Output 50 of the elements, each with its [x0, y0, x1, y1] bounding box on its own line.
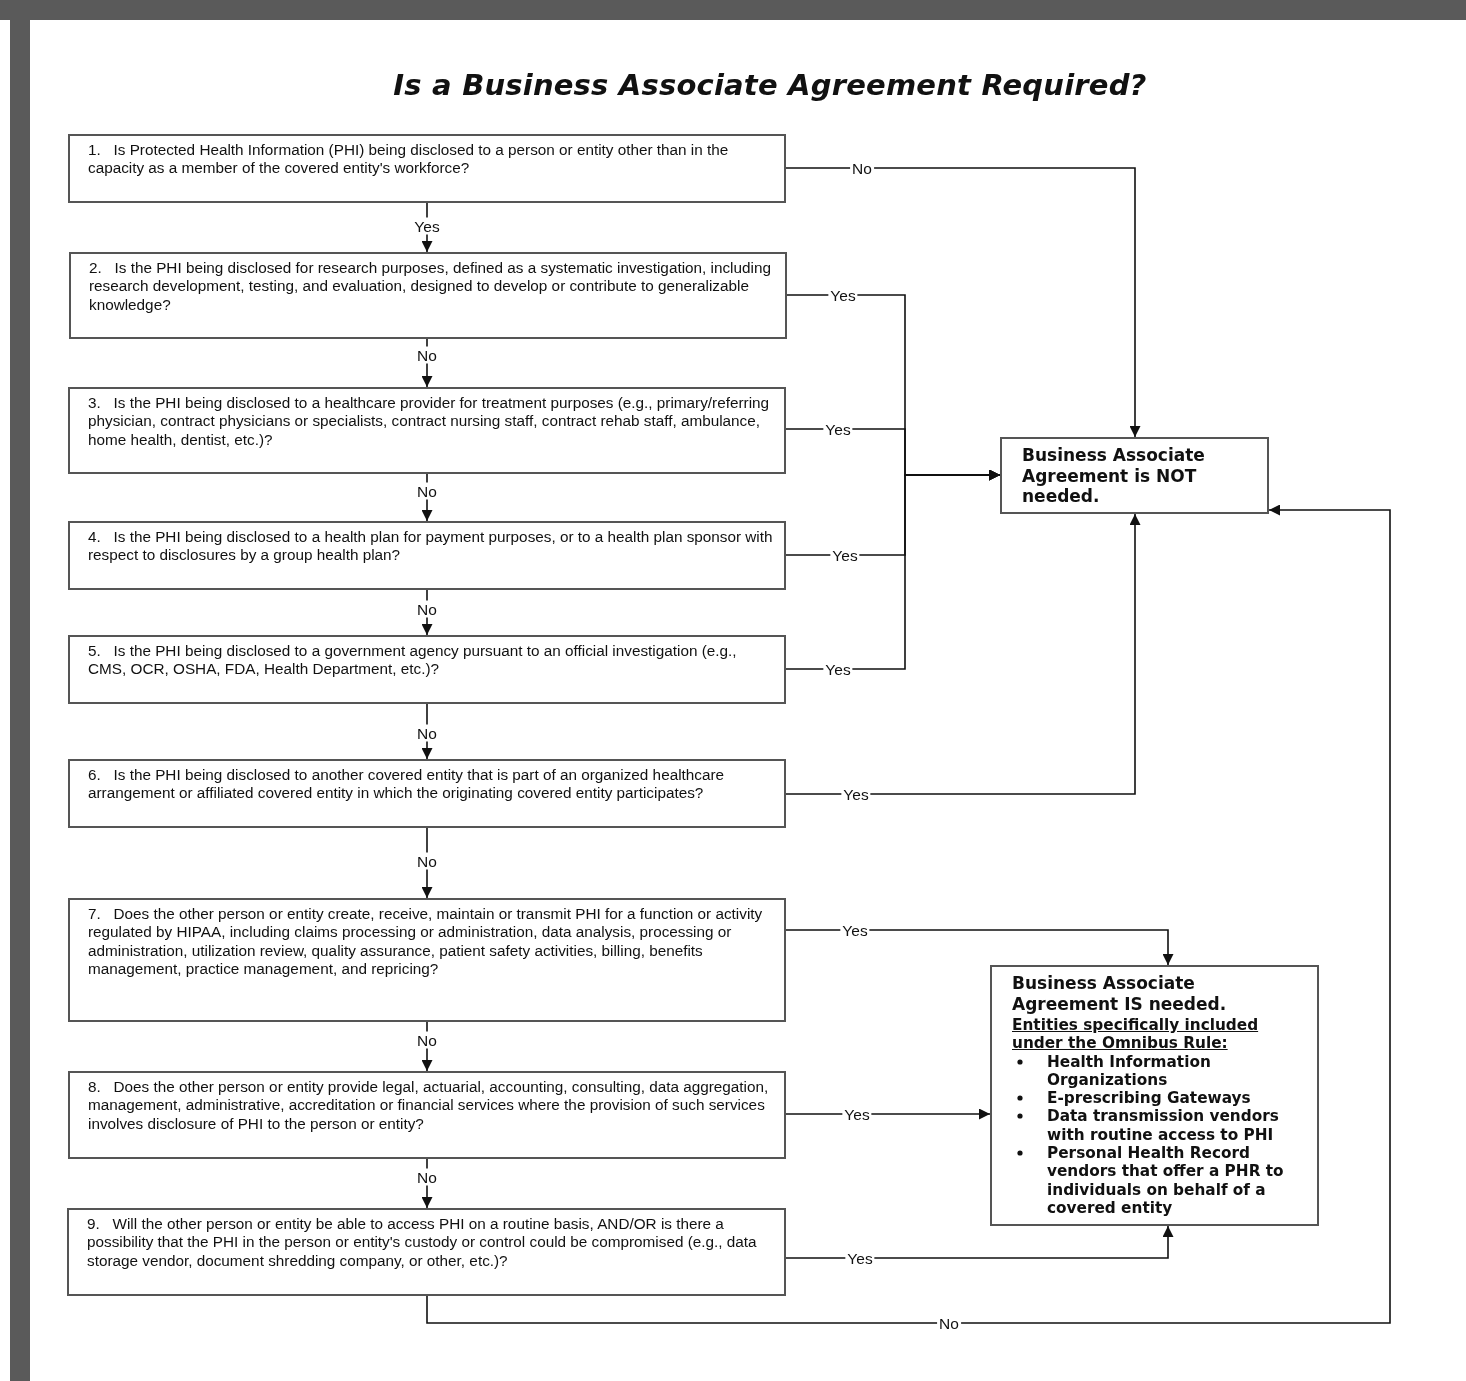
question-box [68, 387, 786, 474]
question-box [68, 134, 786, 203]
question-text: 3. Is the PHI being disclosed to a healthcare provider for treatment purposes (e.g., primary/referring physician, contract physicians or specialists, contract nursing staff, contract rehab staff, ambulance, home health, dentist, etc.)? [88, 394, 771, 449]
arrow [785, 167, 1141, 438]
edge-label: No [415, 346, 439, 364]
arrow [421, 473, 433, 522]
arrow [785, 1108, 991, 1120]
arrow [421, 1021, 433, 1072]
arrow [426, 504, 1391, 1324]
question-text: 2. Is the PHI being disclosed for research purposes, defined as a systematic investigation, including research development, testing, and evaluation, designed to develop or contribute to generalizable knowledge? [89, 259, 772, 314]
question-box [69, 252, 787, 339]
edge-label: No [415, 482, 439, 500]
arrow [421, 827, 433, 899]
edge-label: No [415, 724, 439, 742]
question-text: 6. Is the PHI being disclosed to another covered entity that is part of an organized healthcare arrangement or affiliated covered entity in which the originating covered entity participates? [88, 766, 726, 803]
arrow [785, 513, 1141, 795]
question-box [68, 1071, 786, 1159]
result-text: Business Associate Agreement IS needed. [1012, 973, 1228, 1014]
question-box [68, 635, 786, 704]
arrow [785, 929, 1174, 966]
edge-label: Yes [412, 217, 442, 235]
list-item: Personal Health Record vendors that offer a PHR to individuals on behalf of a covered entity [1047, 1144, 1285, 1218]
question-text: 7. Does the other person or entity create, receive, maintain or transmit PHI for a function or activity regulated by HIPAA, including claims processing or administration, data analysis, processing or administration, utilization review, quality assurance, patient safety activities, billing, benefits management, practice management, and repricing? [88, 905, 764, 979]
question-box [67, 1208, 786, 1296]
list-item: Data transmission vendors with routine access to PHI [1047, 1107, 1280, 1145]
arrow [785, 1225, 1174, 1259]
edge-label: No [415, 600, 439, 618]
question-text: 9. Will the other person or entity be able to access PHI on a routine basis, AND/OR is there a possibility that the PHI in the person or entity's custody or control could be compromised (e.g., data storage vendor, document shredding company, or other, etc.)? [87, 1215, 758, 1270]
result-box [1000, 437, 1269, 514]
arrow [421, 589, 433, 636]
question-text: 1. Is Protected Health Information (PHI) being disclosed to a person or entity other than in the capacity as a member of the covered entity's workforce? [88, 141, 730, 178]
arrow [421, 703, 433, 760]
arrow [421, 338, 433, 388]
list-heading: Entities specifically included under the Omnibus Rule: [1012, 1016, 1260, 1053]
diagram-title: Is a Business Associate Agreement Required? [392, 68, 1148, 102]
question-text: 8. Does the other person or entity provide legal, actuarial, accounting, consulting, data aggregation, management, administrative, accreditation or financial services where the provision of such services involves disclosure of PHI to the person or entity? [88, 1078, 770, 1133]
result-box [990, 965, 1319, 1226]
question-box [68, 521, 786, 590]
question-box [68, 759, 786, 828]
list-item: Health Information Organizations [1047, 1052, 1212, 1090]
result-text: Business Associate Agreement is NOT needed. [1022, 445, 1206, 507]
question-text: 5. Is the PHI being disclosed to a government agency pursuant to an official investigation (e.g., CMS, OCR, OSHA, FDA, Health Department, etc.)? [88, 642, 738, 679]
arrow [785, 469, 1001, 670]
list-item: E-prescribing Gateways [1047, 1089, 1252, 1108]
edge-label: No [415, 852, 439, 870]
edge-label: No [415, 1168, 439, 1186]
edge-label: No [415, 1031, 439, 1049]
arrow [421, 1158, 433, 1209]
question-text: 4. Is the PHI being disclosed to a health plan for payment purposes, or to a health plan sponsor with respect to disclosures by a group health plan? [88, 528, 774, 565]
question-box [68, 898, 786, 1022]
